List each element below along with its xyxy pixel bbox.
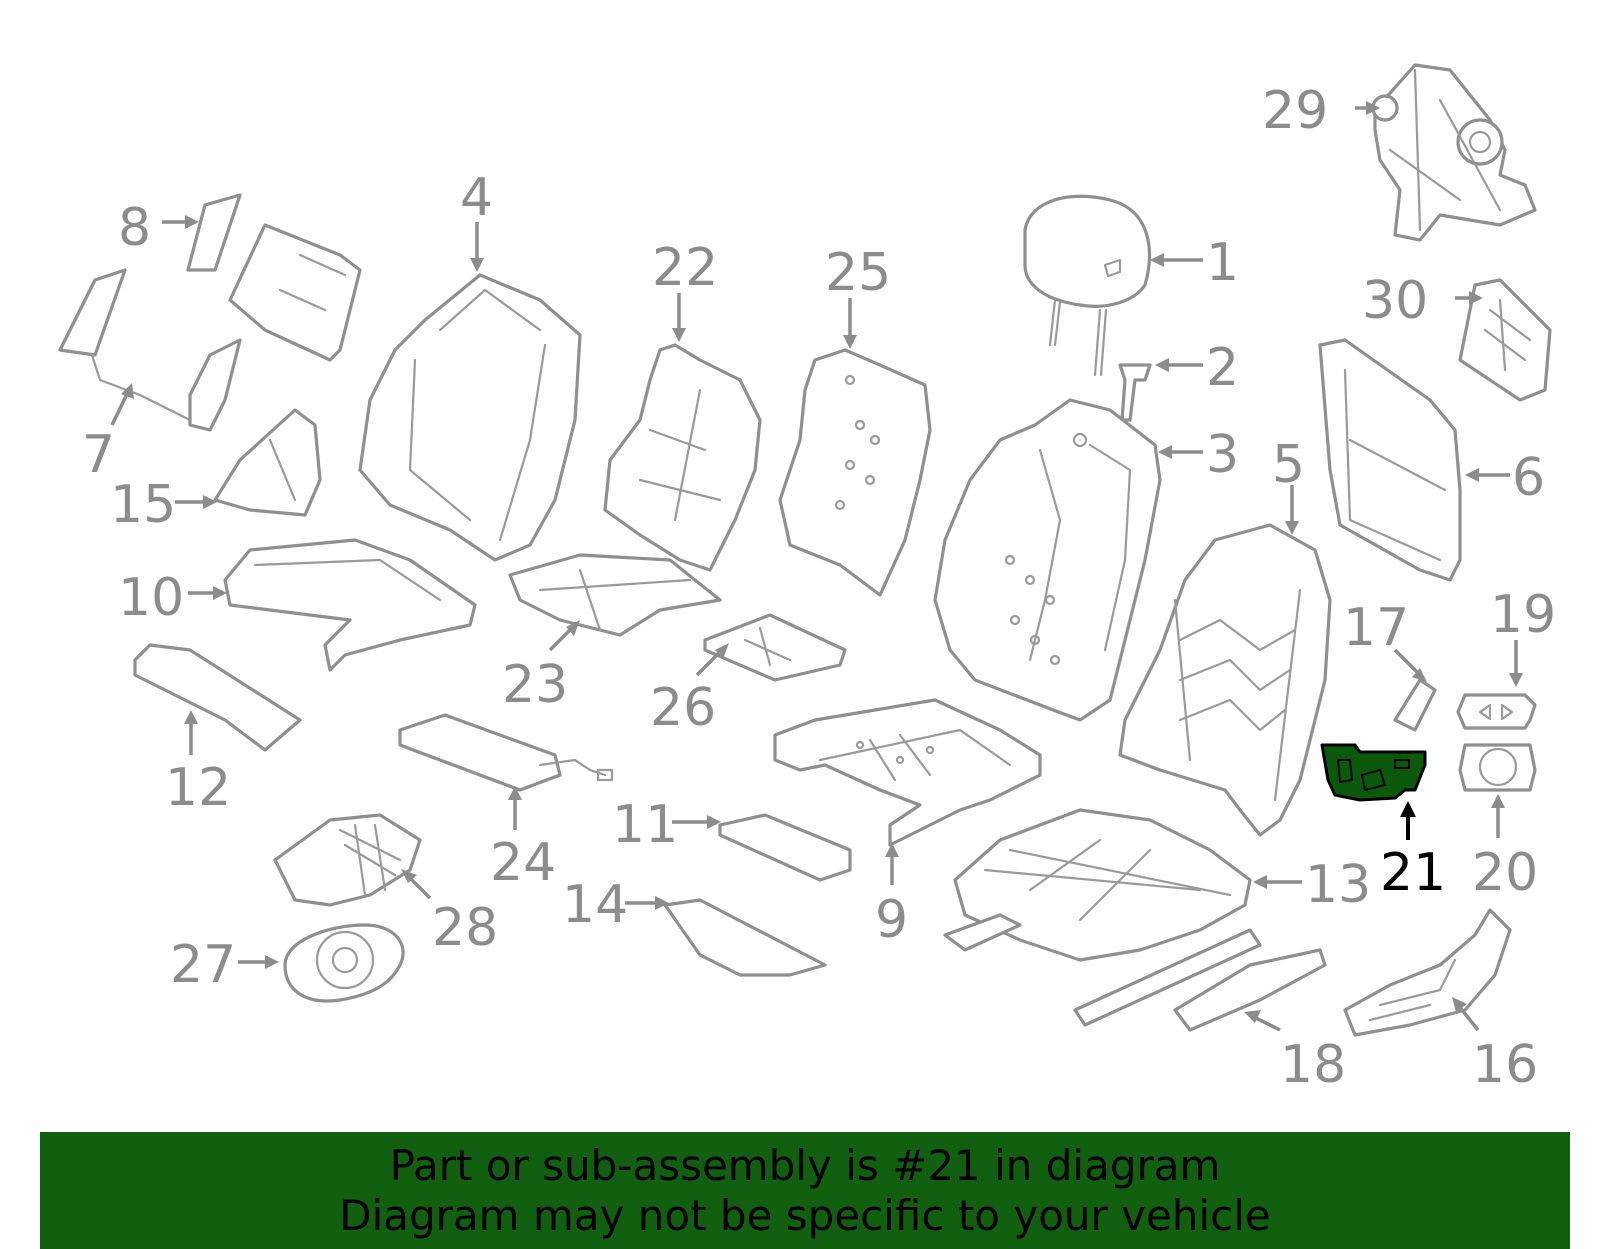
part-16-side-shield: [1343, 908, 1512, 1037]
part-26-plate: [703, 613, 847, 682]
part-18-rail-cover: [1173, 948, 1327, 1032]
callout-20: 20: [1472, 843, 1538, 903]
leader-lines: [110, 101, 1523, 1032]
callout-1: 1: [1206, 233, 1239, 293]
callout-14: 14: [562, 875, 628, 935]
part-20-knob: [1458, 743, 1537, 792]
callout-25: 25: [825, 243, 891, 303]
callout-19: 19: [1490, 585, 1556, 645]
part-21-switch-assembly-highlighted: [1320, 743, 1427, 802]
callout-29: 29: [1262, 81, 1328, 141]
part-24-heater-mat: [398, 713, 614, 792]
callout-23: 23: [502, 655, 568, 715]
callout-28: 28: [432, 898, 498, 958]
info-banner: Part or sub-assembly is #21 in diagram D…: [40, 1132, 1570, 1249]
callout-11: 11: [612, 795, 678, 855]
part-7-side-trim: [58, 268, 242, 432]
part-28-mesh-pad: [273, 813, 422, 907]
part-13-seat-frame: [943, 808, 1262, 1027]
callout-8: 8: [118, 198, 151, 258]
banner-line-1: Part or sub-assembly is #21 in diagram: [389, 1140, 1221, 1190]
part-17-switch: [1393, 678, 1437, 732]
callout-30: 30: [1362, 271, 1428, 331]
callout-5: 5: [1272, 435, 1305, 495]
part-11-pad: [718, 813, 852, 882]
part-25-backrest-foam: [778, 348, 932, 597]
callout-6: 6: [1512, 448, 1545, 508]
part-8-side-trim: [186, 193, 362, 362]
part-22-backrest-pad: [603, 343, 762, 572]
part-9-seat-cushion: [773, 698, 1042, 847]
callout-2: 2: [1206, 338, 1239, 398]
part-23-mat: [508, 553, 722, 637]
callout-27: 27: [170, 935, 236, 995]
part-30-control-module: [1458, 278, 1552, 402]
callout-4: 4: [460, 168, 493, 228]
part-14-cover: [663, 898, 827, 977]
callout-18: 18: [1280, 1035, 1346, 1095]
part-15-side-cover: [213, 408, 322, 517]
part-1-headrest: [1023, 194, 1152, 377]
part-3-backrest-cover: [933, 398, 1162, 722]
callout-17: 17: [1343, 598, 1409, 658]
callout-16: 16: [1472, 1035, 1538, 1095]
part-6-backrest-panel: [1318, 338, 1462, 582]
callout-21: 21: [1380, 843, 1446, 903]
callout-12: 12: [165, 758, 231, 818]
callout-7: 7: [82, 425, 115, 485]
callout-9: 9: [875, 890, 908, 950]
callout-13: 13: [1305, 855, 1371, 915]
part-4-backrest: [358, 273, 582, 562]
part-12-pad: [133, 643, 302, 752]
callout-3: 3: [1206, 425, 1239, 485]
callout-15: 15: [110, 475, 176, 535]
part-5-backrest-frame: [1118, 523, 1332, 837]
callout-labels: 1 2 3 4 5 6 7 8 9 10 11 12 13 14 15 16 1…: [82, 81, 1556, 1095]
part-29-recliner-motor: [1371, 63, 1537, 242]
callout-24: 24: [490, 833, 556, 893]
callout-26: 26: [650, 678, 716, 738]
part-2-guide-sleeve: [1118, 363, 1152, 422]
callout-10: 10: [118, 568, 184, 628]
callout-22: 22: [652, 238, 718, 298]
banner-line-2: Diagram may not be specific to your vehi…: [339, 1190, 1271, 1240]
part-27-speaker: [283, 923, 405, 1003]
part-19-button: [1456, 693, 1537, 730]
part-10-cushion-foam: [223, 538, 477, 672]
